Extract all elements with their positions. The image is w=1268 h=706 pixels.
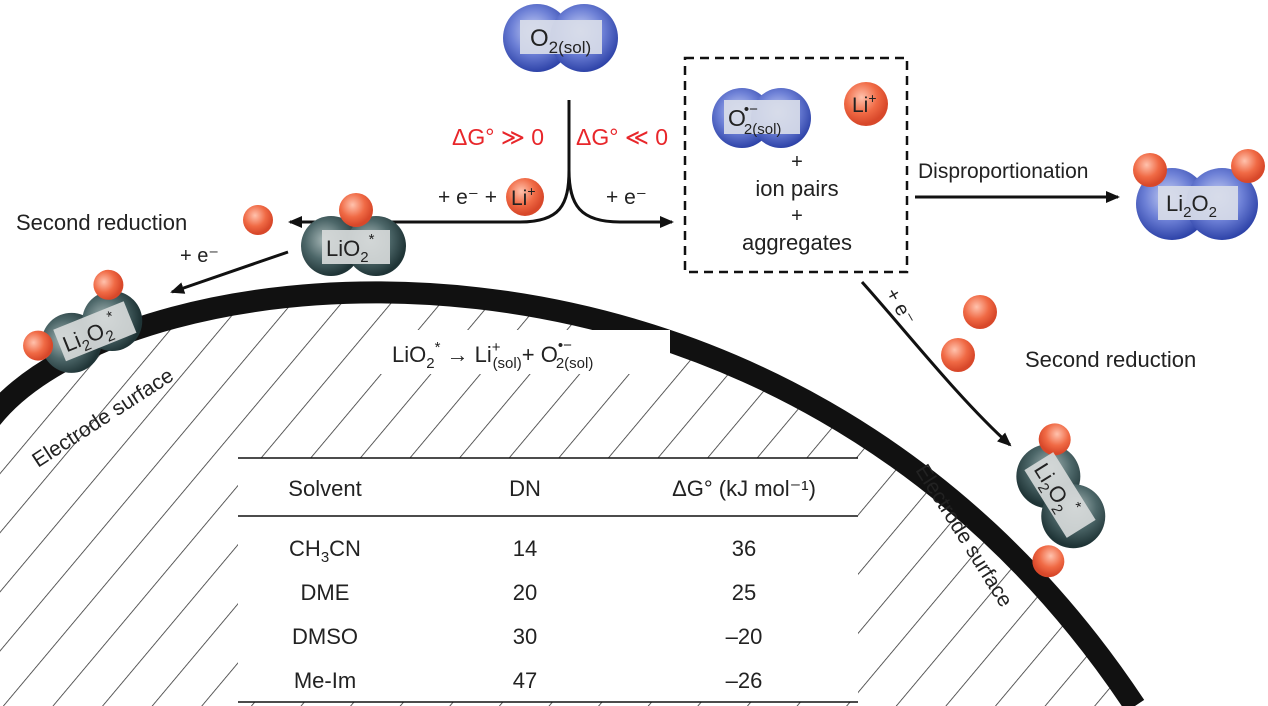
plus-e-right: + e⁻ xyxy=(881,285,920,330)
li2o2-star-right-molecule: Li2O2* xyxy=(1016,423,1106,578)
table-header-dn: DN xyxy=(509,476,541,501)
box-plus-1: + xyxy=(791,151,803,173)
table-cell-solvent-1: DME xyxy=(301,580,350,605)
table-cell-dn-3: 47 xyxy=(513,668,537,693)
table-cell-dg-2: –20 xyxy=(726,624,763,649)
box-plus-2: + xyxy=(791,205,803,227)
dissolution-equation: LiO2* → Li+(sol)+ O•−2(sol) xyxy=(392,337,593,372)
table-cell-dg-0: 36 xyxy=(732,536,756,561)
second-reduction-right-label: Second reduction xyxy=(1025,347,1196,372)
o2-sol-label: O2(sol) xyxy=(530,25,591,57)
lio2-star-molecule: LiO2* xyxy=(301,193,406,276)
table-header-solvent: Solvent xyxy=(288,476,361,501)
table-cell-dg-1: 25 xyxy=(732,580,756,605)
li-ion-free-left xyxy=(243,205,273,235)
second-reduction-right-arrow xyxy=(860,280,1012,447)
solvent-table: Solvent DN ΔG° (kJ mol⁻¹) CH3CN 14 36 DM… xyxy=(288,476,816,693)
table-cell-solvent-0: CH3CN xyxy=(289,536,361,566)
disproportionation-label: Disproportionation xyxy=(918,160,1088,183)
o2-sol-molecule: O2(sol) xyxy=(503,4,618,72)
svg-text:LiO2*: LiO2* xyxy=(326,231,375,266)
right-pathway-electron: + e⁻ xyxy=(606,186,647,209)
table-cell-dn-1: 20 xyxy=(513,580,537,605)
table-background xyxy=(238,458,858,702)
table-cell-solvent-2: DMSO xyxy=(292,624,358,649)
superoxide-sol-molecule: O•−2(sol) xyxy=(712,88,811,148)
left-pathway-electron: + e⁻ + xyxy=(438,186,497,209)
table-cell-dg-3: –26 xyxy=(726,668,763,693)
svg-text:O•−2(sol): O•−2(sol) xyxy=(728,101,781,138)
li-ion-free-right-1 xyxy=(963,295,997,329)
li-ion-free-right-2 xyxy=(941,338,975,372)
second-reduction-left-label: Second reduction xyxy=(16,210,187,235)
svg-text:Li2O2: Li2O2 xyxy=(1166,191,1217,221)
delta-g-positive: ΔG° ≫ 0 xyxy=(452,124,544,150)
table-cell-solvent-3: Me-Im xyxy=(294,668,356,693)
delta-g-negative: ΔG° ≪ 0 xyxy=(576,124,668,150)
box-aggregates: aggregates xyxy=(742,230,852,255)
arrow-to-solution-pathway xyxy=(567,169,674,228)
table-header-delta-g: ΔG° (kJ mol⁻¹) xyxy=(672,476,816,501)
equation-background xyxy=(380,330,670,374)
li-plus-ion-left: Li+ xyxy=(506,178,544,216)
svg-text:Li+: Li+ xyxy=(511,183,536,210)
svg-text:Li+: Li+ xyxy=(852,90,877,117)
li2o2-star-left-molecule: Li2O2* xyxy=(23,269,143,373)
table-cell-dn-2: 30 xyxy=(513,624,537,649)
li2o2-product-molecule: Li2O2 xyxy=(1133,149,1265,240)
table-cell-dn-0: 14 xyxy=(513,536,537,561)
second-reduction-left-arrow xyxy=(170,250,289,294)
li-plus-ion-box: Li+ xyxy=(844,82,888,126)
plus-e-left: + e⁻ xyxy=(180,245,219,267)
box-ion-pairs: ion pairs xyxy=(755,176,838,201)
